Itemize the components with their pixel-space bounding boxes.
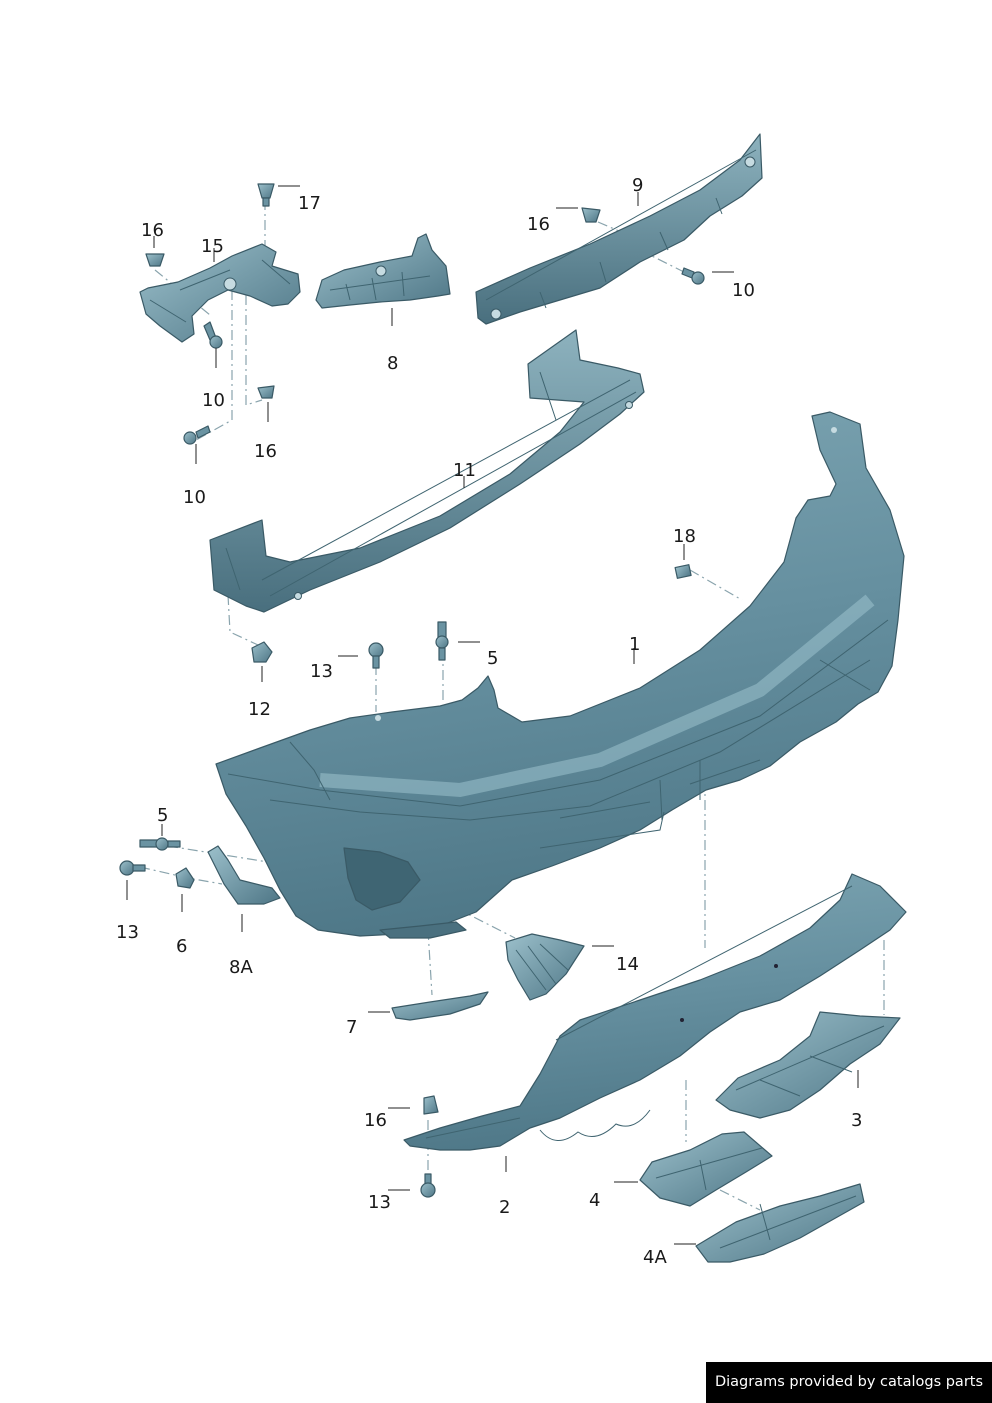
- fastener-5-a: [435, 621, 449, 661]
- callout-12: 12: [248, 699, 271, 720]
- callout-16-c: 16: [527, 214, 550, 235]
- part-6-nut: [175, 867, 195, 889]
- callout-16-d: 16: [364, 1110, 387, 1131]
- callout-8: 8: [387, 353, 398, 374]
- fastener-13-a: [368, 642, 384, 669]
- part-4a-bracket: [695, 1183, 865, 1263]
- fastener-13-c: [420, 1173, 436, 1198]
- callout-10-b: 10: [183, 487, 206, 508]
- callout-15: 15: [201, 236, 224, 257]
- part-8a-trim-bracket: [207, 845, 281, 905]
- fastener-10-b: [183, 425, 211, 445]
- callout-18: 18: [673, 526, 696, 547]
- part-9-upper-rail: [475, 133, 763, 325]
- callout-1: 1: [629, 634, 640, 655]
- part-18-clip: [674, 564, 692, 579]
- callout-17: 17: [298, 193, 321, 214]
- callout-5-b: 5: [157, 805, 168, 826]
- part-2-diffuser: [403, 873, 907, 1151]
- callout-9: 9: [632, 175, 643, 196]
- callout-7: 7: [346, 1017, 357, 1038]
- part-15-left-bracket: [139, 243, 301, 343]
- callout-14: 14: [616, 954, 639, 975]
- callout-10-a: 10: [202, 390, 225, 411]
- callout-8a: 8A: [229, 957, 253, 978]
- fastener-17: [257, 183, 275, 207]
- callout-16-a: 16: [141, 220, 164, 241]
- fastener-10-a: [203, 321, 223, 349]
- callout-16-b: 16: [254, 441, 277, 462]
- part-7-reflector-strip: [391, 991, 489, 1021]
- callout-4: 4: [589, 1190, 600, 1211]
- callout-13-c: 13: [368, 1192, 391, 1213]
- callout-13-b: 13: [116, 922, 139, 943]
- callout-labels: 17 16 15 10 16 10 8 16 9 10 11 18 1 5 13…: [116, 175, 862, 1268]
- credit-banner: Diagrams provided by catalogs parts: [706, 1362, 992, 1403]
- part-3-trim-panel: [715, 1011, 901, 1119]
- part-1-bumper-cover: [215, 411, 905, 939]
- callout-13-a: 13: [310, 661, 333, 682]
- fastener-12: [251, 641, 273, 663]
- callout-10-c: 10: [732, 280, 755, 301]
- fastener-16-d: [423, 1095, 439, 1115]
- part-14-grille-insert: [505, 933, 585, 1001]
- callout-3: 3: [851, 1110, 862, 1131]
- callout-4a: 4A: [643, 1247, 667, 1268]
- callout-11: 11: [453, 460, 476, 481]
- fastener-13-b: [119, 860, 146, 876]
- part-11-reinforcement-beam: [209, 329, 645, 613]
- callout-5-a: 5: [487, 648, 498, 669]
- callout-2: 2: [499, 1197, 510, 1218]
- fastener-10-c: [681, 267, 705, 285]
- fastener-16-b: [257, 385, 275, 399]
- fastener-16-a: [145, 253, 165, 267]
- part-4-cover: [639, 1131, 773, 1207]
- fastener-16-c: [581, 207, 601, 223]
- fasteners: [119, 183, 705, 1198]
- callout-6: 6: [176, 936, 187, 957]
- part-8-bracket: [315, 233, 451, 309]
- fastener-5-b: [139, 837, 181, 851]
- leader-lines: [126, 185, 859, 1245]
